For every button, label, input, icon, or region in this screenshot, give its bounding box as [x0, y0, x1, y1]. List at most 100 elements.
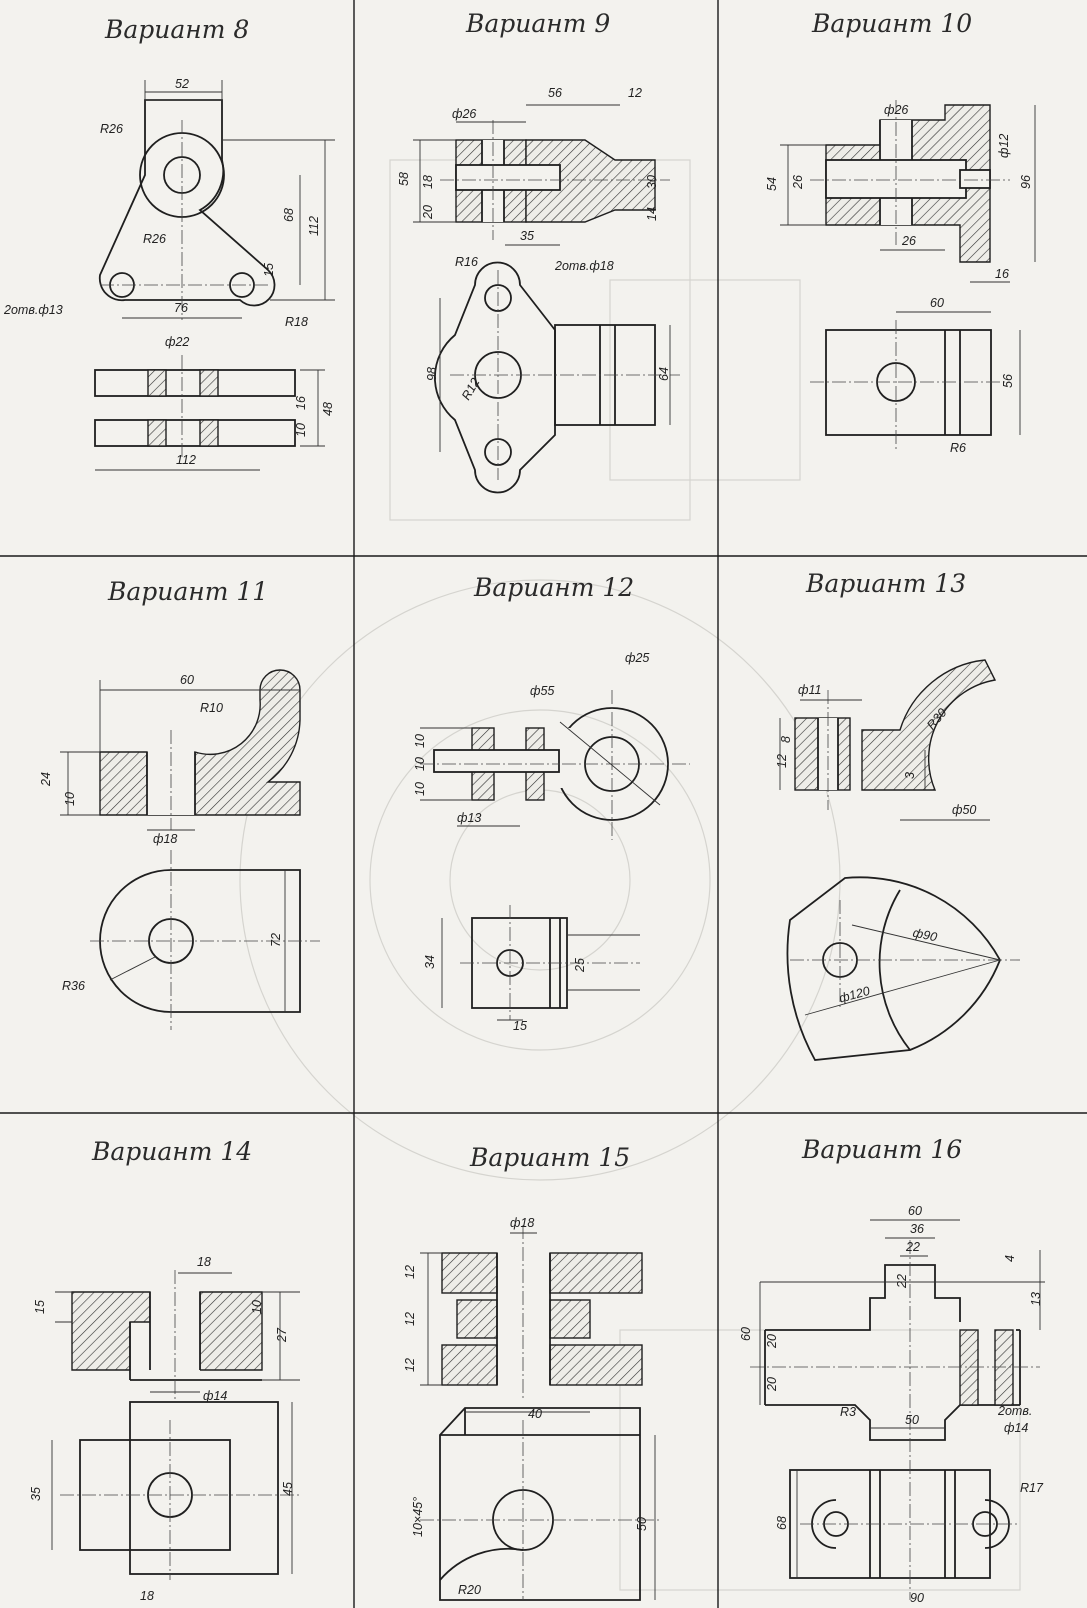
variant-14-dim-18-bottom: 18 [140, 1589, 154, 1603]
variant-8-dim-2holes: 2отв.ф13 [3, 303, 63, 317]
variant-12-drawing [420, 690, 690, 1021]
variant-13-title: Вариант 13 [805, 569, 966, 598]
variant-8-dim-d22: ф22 [165, 335, 189, 349]
variant-8-dim-48: 48 [321, 402, 335, 416]
variant-13-dim-d90: ф90 [912, 926, 939, 945]
variant-8-dim-112: 112 [307, 216, 321, 236]
variant-13-dim-d11: ф11 [798, 683, 821, 697]
variant-16-drawing [750, 1219, 1045, 1600]
variant-10-title: Вариант 10 [811, 9, 972, 38]
variant-13-dim-12: 12 [775, 754, 789, 768]
variant-13-dim-3: 3 [903, 772, 917, 779]
variant-16-dim-90: 90 [910, 1591, 924, 1605]
variant-8-dim-16: 16 [294, 396, 308, 410]
variant-16-dim-13: 13 [1029, 1292, 1043, 1306]
variant-14-dim-d14: ф14 [203, 1389, 227, 1403]
variant-8-dim-r26-top: R26 [100, 122, 123, 136]
variant-16-dim-r17: R17 [1020, 1481, 1044, 1495]
variant-16-dim-20-top: 20 [765, 1334, 779, 1349]
background-ghost-drawing [239, 159, 1021, 1591]
variant-10-dim-d26: ф26 [884, 103, 908, 117]
variant-13-dim-d50: ф50 [952, 803, 976, 817]
variant-11-dim-r36: R36 [62, 979, 85, 993]
variant-12-dim-34: 34 [423, 955, 437, 969]
variant-9-dim-64: 64 [657, 367, 671, 381]
variant-9-dim-14: 14 [645, 207, 659, 221]
variant-11-dim-72: 72 [269, 933, 283, 947]
variant-8-dim-r18: R18 [285, 315, 308, 329]
variant-10-dim-60: 60 [930, 296, 944, 310]
variant-14-dim-45: 45 [281, 1482, 295, 1496]
variant-9-drawing [413, 104, 680, 494]
variant-8-dim-68: 68 [282, 208, 296, 222]
variant-14-dim-10: 10 [250, 1300, 264, 1314]
variant-9-dim-18: 18 [421, 175, 435, 189]
variant-15-dim-d18: ф18 [510, 1216, 534, 1230]
variant-12-dim-25: 25 [573, 958, 587, 973]
variant-9-dim-98: 98 [425, 367, 439, 381]
variant-8-title: Вариант 8 [104, 15, 249, 44]
variant-10-dim-96: 96 [1019, 175, 1033, 189]
variant-16-dim-22-top: 22 [905, 1240, 920, 1254]
variant-9-dim-2holes: 2отв.ф18 [554, 259, 614, 273]
variant-9-dim-35: 35 [520, 229, 534, 243]
variant-11-dim-10: 10 [63, 792, 77, 806]
variant-10-dim-26-left: 26 [791, 175, 805, 190]
variant-10-dim-d12: ф12 [997, 134, 1011, 158]
variant-15-dim-40: 40 [528, 1407, 542, 1421]
variant-15-dim-50: 50 [635, 1517, 649, 1531]
variant-16-dim-r3: R3 [840, 1405, 856, 1419]
variant-13-drawing [779, 659, 1020, 1061]
variant-9-dim-12: 12 [628, 86, 642, 100]
variant-10-dim-56: 56 [1001, 374, 1015, 388]
variant-8-dim-10: 10 [294, 423, 308, 437]
variant-16-dim-50: 50 [905, 1413, 919, 1427]
variant-10-drawing [780, 100, 1036, 450]
variant-10-dim-54: 54 [765, 177, 779, 191]
variant-14-dim-27: 27 [275, 1327, 289, 1343]
variant-9-dim-d26: ф26 [452, 107, 476, 121]
variant-9-dim-56: 56 [548, 86, 562, 100]
variant-16-dim-4: 4 [1003, 1255, 1017, 1262]
variant-15-dim-12-mid: 12 [403, 1312, 417, 1326]
variant-11-drawing [60, 669, 320, 1030]
variant-11-dim-r10: R10 [200, 701, 223, 715]
variant-15-title: Вариант 15 [469, 1143, 630, 1172]
variant-14-dim-18-top: 18 [197, 1255, 211, 1269]
variant-13-dim-8: 8 [779, 736, 793, 743]
variant-16-dim-20-bottom: 20 [765, 1377, 779, 1392]
variant-8-dim-r26: R26 [143, 232, 166, 246]
variant-16-dim-2holes: 2отв. [997, 1404, 1032, 1418]
variant-8-dim-52: 52 [175, 77, 189, 91]
variant-8-dim-15: 15 [262, 263, 276, 277]
variant-9-dim-30: 30 [645, 175, 659, 189]
variant-9-dim-r16: R16 [455, 255, 478, 269]
variant-8-dim-112-bottom: 112 [176, 453, 196, 467]
variant-15-dim-chamfer: 10×45° [411, 1497, 425, 1537]
variant-11-dim-d18: ф18 [153, 832, 177, 846]
variant-11-dim-24: 24 [39, 772, 53, 787]
variant-16-dim-d14: ф14 [1004, 1421, 1028, 1435]
variant-16-dim-68: 68 [775, 1516, 789, 1530]
variant-10-dim-26-bottom: 26 [901, 234, 916, 248]
variant-8-drawing [94, 80, 335, 471]
variant-10-dim-16: 16 [995, 267, 1009, 281]
variant-12-dim-10-top: 10 [413, 734, 427, 748]
variant-16-dim-60-left: 60 [739, 1327, 753, 1341]
variant-9-title: Вариант 9 [465, 9, 610, 38]
variant-9-dim-20: 20 [421, 205, 435, 220]
variant-16-title: Вариант 16 [801, 1135, 962, 1164]
variant-15-dim-r20: R20 [458, 1583, 481, 1597]
variant-15-dim-12-bottom: 12 [403, 1358, 417, 1372]
variant-10-dim-r6: R6 [950, 441, 966, 455]
variant-13-dim-d120: ф120 [837, 984, 871, 1006]
variant-15-dim-12-top: 12 [403, 1265, 417, 1279]
variant-12-title: Вариант 12 [473, 573, 634, 602]
variant-16-dim-36: 36 [910, 1222, 924, 1236]
variant-8-dim-76: 76 [174, 301, 188, 315]
variant-14-title: Вариант 14 [91, 1137, 252, 1166]
variant-12-dim-d55: ф55 [530, 684, 554, 698]
variant-12-dim-d25: ф25 [625, 651, 649, 665]
